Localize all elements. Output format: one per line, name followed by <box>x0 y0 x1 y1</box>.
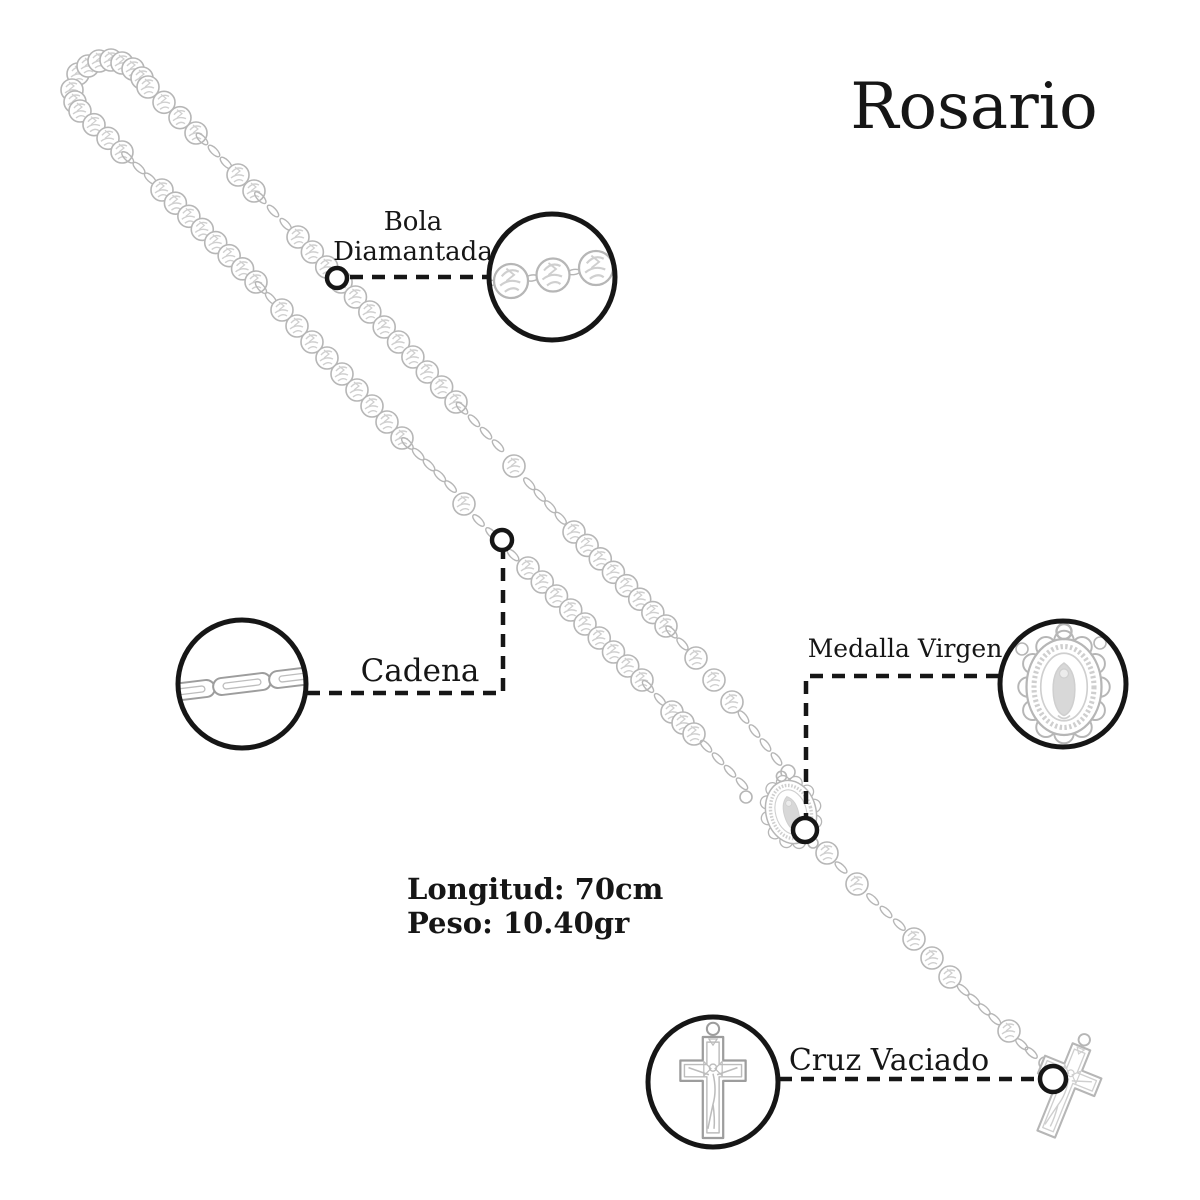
bola-anchor-dot <box>324 265 350 291</box>
cruz-detail-graphic <box>679 1021 747 1140</box>
rosary-chain-graphic <box>60 48 1103 1139</box>
callout-dashed-lines <box>307 274 1040 1082</box>
cruz-callout-circle <box>645 1014 781 1150</box>
callout-detail-circles <box>175 211 1129 1150</box>
cadena-callout-line <box>307 551 506 696</box>
medalla-anchor-dot <box>790 815 820 845</box>
cadena-anchor-dot <box>489 527 515 553</box>
cadena-label: Cadena <box>360 653 480 689</box>
medalla-callout-circle <box>997 618 1129 750</box>
product-specs: Longitud: 70cm Peso: 10.40gr <box>407 872 663 940</box>
spec-longitud: Longitud: 70cm <box>407 872 664 906</box>
bola-label-line2: Diamantada <box>333 237 493 267</box>
spec-peso: Peso: 10.40gr <box>407 906 630 940</box>
medalla-callout-line <box>803 673 999 817</box>
product-title: Rosario <box>850 70 1098 144</box>
bola-detail-graphic <box>491 249 613 300</box>
cruz-vaciado-label: Cruz Vaciado <box>788 1043 990 1078</box>
cruz-anchor-dot <box>1037 1063 1069 1095</box>
bola-label-line1: Bola <box>383 207 443 237</box>
cadena-callout-circle <box>175 617 309 751</box>
cadena-detail-graphic <box>180 665 304 703</box>
callout-anchor-dots <box>324 265 1069 1095</box>
medalla-virgen-label: Medalla Virgen <box>807 634 1003 663</box>
medalla-detail-graphic <box>1015 622 1111 745</box>
bola-diamantada-label: Bola Diamantada <box>333 207 493 267</box>
bola-callout-circle <box>486 211 618 343</box>
